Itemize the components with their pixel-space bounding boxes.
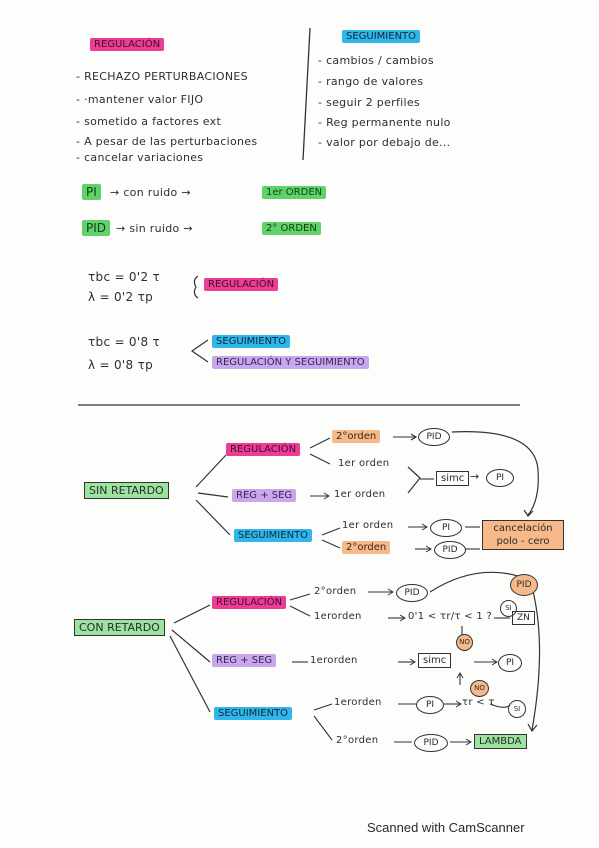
cr-reg-seg: REG + SEG — [212, 654, 277, 667]
reg-item-3: - sometido a factores ext — [76, 115, 222, 128]
seg-item-2: - rango de valores — [318, 75, 424, 88]
cr-orden1: 1erorden — [314, 611, 362, 622]
tuning-reg-line2: λ = 0'2 τp — [88, 290, 154, 304]
sr-reg-seg: REG + SEG — [232, 489, 297, 502]
sr-seg-pid-circle: PID — [434, 541, 466, 559]
seg-item-1: - cambios / cambios — [318, 54, 434, 67]
seg-item-4: - Reg permanente nulo — [318, 116, 451, 129]
pi-order: 1er ORDEN — [262, 186, 327, 199]
regulacion-title: REGULACIÓN — [90, 38, 165, 51]
tuning-seg-line1: τbc = 0'8 τ — [88, 335, 161, 349]
pid-mid-text: → sin ruido → — [116, 222, 193, 235]
pid-label: PID — [82, 220, 111, 236]
cr-cond2: τr < τ — [462, 697, 495, 708]
sin-retardo-root: SIN RETARDO — [84, 482, 169, 499]
cr-pid-top-circle: PID — [510, 574, 538, 596]
con-retardo-root: CON RETARDO — [74, 619, 165, 636]
cr-pi-circle: PI — [498, 654, 522, 672]
cr-rs-orden: 1erorden — [310, 655, 358, 666]
cr-seg-pid-circle: PID — [414, 734, 448, 752]
cr-pid-circle: PID — [396, 584, 428, 602]
reg-item-2: - ·mantener valor FIJO — [76, 93, 204, 106]
scanner-watermark: Scanned with CamScanner — [367, 820, 525, 835]
pid-order: 2° ORDEN — [262, 222, 321, 235]
tuning-seg-line2: λ = 0'8 τp — [88, 358, 154, 372]
cr-no-circle: NO — [456, 634, 473, 651]
cr-si-circle: SI — [500, 600, 517, 617]
cr-si2-circle: SI — [508, 700, 526, 718]
cr-simc-box: simc — [418, 653, 452, 668]
seg-item-5: - valor por debajo de... — [318, 136, 451, 149]
tuning-seg-tag: SEGUIMIENTO — [212, 335, 291, 348]
sr-seg-orden1: 1er orden — [342, 520, 394, 531]
cr-condition: 0'1 < τr/τ < 1 ? — [408, 611, 493, 622]
sr-orden1-b: 1er orden — [334, 489, 386, 500]
pi-label: PI — [82, 184, 101, 200]
cr-seg-orden2: 2°orden — [336, 735, 379, 746]
sr-simc-box: simc — [436, 471, 470, 486]
sr-seg-pi-circle: PI — [430, 519, 462, 537]
cr-seguimiento: SEGUIMIENTO — [214, 707, 293, 720]
reg-item-5: - cancelar variaciones — [76, 151, 204, 164]
seguimiento-title: SEGUIMIENTO — [342, 30, 421, 43]
tuning-reg-line1: τbc = 0'2 τ — [88, 270, 161, 284]
sr-pi-circle: PI — [486, 469, 514, 487]
reg-item-4: - A pesar de las perturbaciones — [76, 135, 258, 148]
sr-orden1: 1er orden — [338, 458, 390, 469]
tuning-reg-tag: REGULACIÓN — [204, 278, 279, 291]
sr-cancel-line2: polo - cero — [496, 536, 550, 547]
cr-lambda-box: LAMBDA — [474, 734, 527, 749]
cr-seg-pi-circle: PI — [416, 696, 444, 714]
sr-cancelacion-box: cancelación polo - cero — [482, 520, 564, 550]
cr-regulacion: REGULACIÓN — [212, 596, 287, 609]
seg-item-3: - seguir 2 perfiles — [318, 96, 420, 109]
cr-seg-orden1: 1erorden — [334, 697, 382, 708]
sr-pid-circle: PID — [418, 428, 450, 446]
sr-cancel-line1: cancelación — [493, 523, 553, 534]
cr-no2-circle: NO — [470, 680, 489, 697]
cr-orden2: 2°orden — [314, 586, 357, 597]
pi-mid-text: → con ruido → — [110, 186, 191, 199]
sr-orden2: 2°orden — [332, 430, 381, 443]
sr-seg-orden2: 2°orden — [342, 541, 391, 554]
cr-zn-box: ZN — [512, 611, 535, 625]
sr-seguimiento: SEGUIMIENTO — [234, 529, 313, 542]
sr-regulacion: REGULACIÓN — [226, 443, 301, 456]
reg-item-1: - RECHAZO PERTURBACIONES — [76, 70, 248, 83]
tuning-both-tag: REGULACIÓN Y SEGUIMIENTO — [212, 356, 369, 369]
